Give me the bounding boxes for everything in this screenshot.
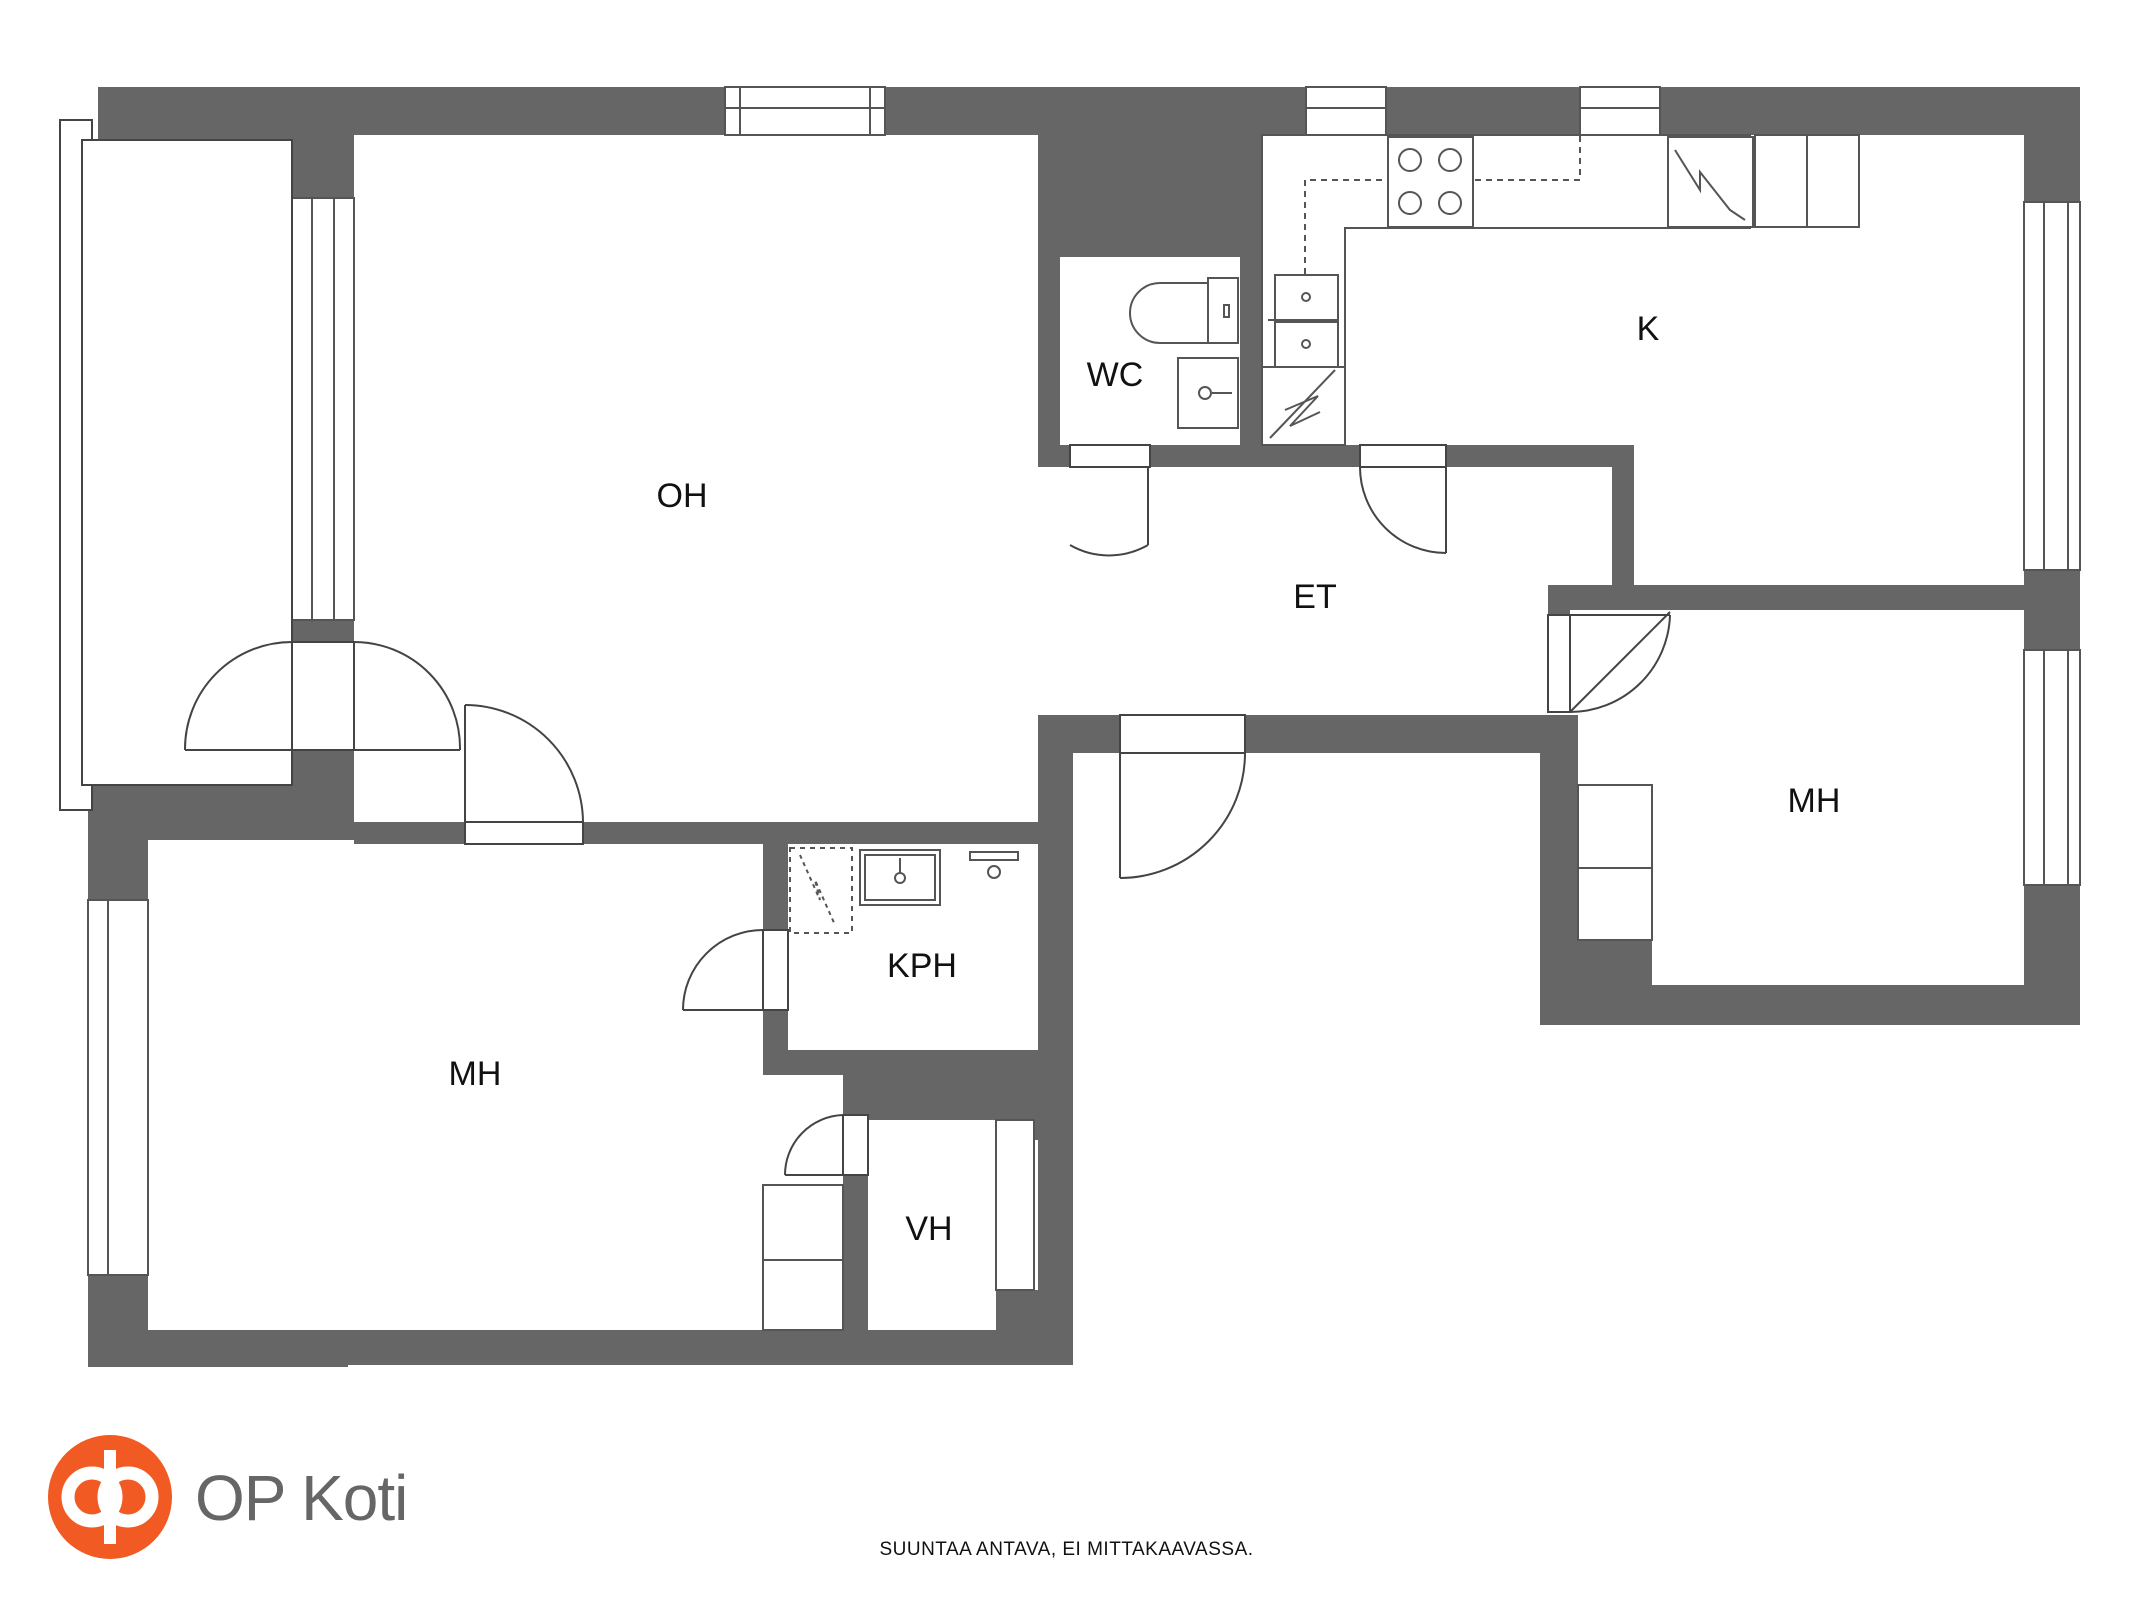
room-label-k: K bbox=[1637, 310, 1660, 348]
room-label-mh-right: MH bbox=[1788, 782, 1841, 820]
doors bbox=[183, 444, 1671, 1176]
room-label-oh: OH bbox=[657, 477, 708, 515]
op-logo-icon bbox=[48, 1435, 172, 1559]
room-label-mh-left: MH bbox=[449, 1055, 502, 1093]
brand-name: OP Koti bbox=[195, 1462, 407, 1534]
room-label-vh: VH bbox=[905, 1210, 952, 1248]
fixtures bbox=[762, 134, 1860, 1331]
room-label-kph: KPH bbox=[887, 947, 957, 985]
balcony bbox=[59, 119, 293, 811]
walls bbox=[88, 87, 2080, 1367]
disclaimer-text: SUUNTAA ANTAVA, EI MITTAKAAVASSA. bbox=[879, 1539, 1254, 1560]
windows bbox=[87, 86, 2081, 1276]
room-label-et: ET bbox=[1293, 578, 1336, 616]
room-label-wc: WC bbox=[1087, 356, 1144, 394]
